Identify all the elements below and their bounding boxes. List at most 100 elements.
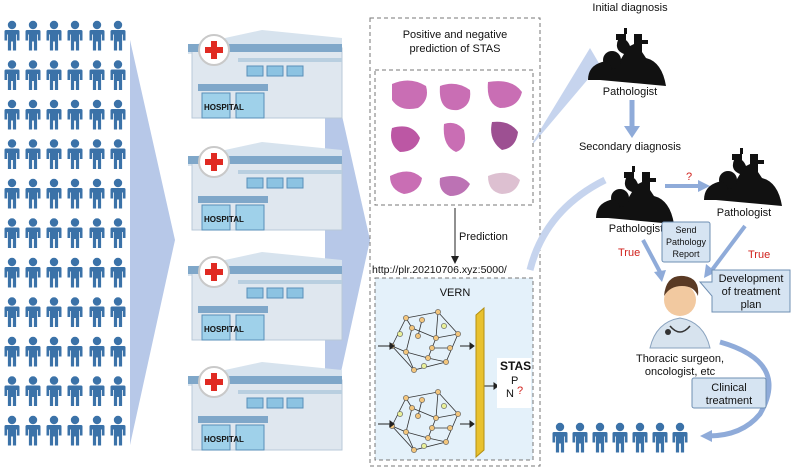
person-icon <box>25 297 41 327</box>
person-icon <box>46 99 62 130</box>
person-icon <box>4 257 20 288</box>
treatment-plan-line2: of treatment <box>722 286 781 298</box>
fully-connected-bar <box>475 306 485 459</box>
person-icon <box>67 415 83 446</box>
send-report-line3: Report <box>672 249 700 259</box>
send-report-line2: Pathology <box>666 237 707 247</box>
person-icon <box>46 336 62 367</box>
svg-text:HOSPITAL: HOSPITAL <box>204 103 244 112</box>
person-icon <box>46 257 62 288</box>
person-icon <box>89 218 105 248</box>
person-icon <box>67 336 83 367</box>
person-icon <box>89 415 105 446</box>
initial-diagnosis-label: Initial diagnosis <box>592 2 668 14</box>
person-icon <box>67 218 83 248</box>
panel-title-line2: prediction of STAS <box>410 43 501 55</box>
prediction-label: Prediction <box>459 231 508 243</box>
person-icon <box>110 139 126 169</box>
person-icon <box>25 415 41 446</box>
person-icon <box>67 20 83 51</box>
person-icon <box>25 376 41 406</box>
person-icon <box>89 139 105 169</box>
person-icon <box>67 139 83 169</box>
person-icon <box>67 178 83 209</box>
person-icon <box>67 376 83 406</box>
pathologist-2-label: Pathologist <box>609 223 663 235</box>
person-icon <box>67 257 83 288</box>
svg-text:HOSPITAL: HOSPITAL <box>204 435 244 444</box>
person-icon <box>89 376 105 406</box>
output-question: ? <box>517 385 523 397</box>
clinical-line1: Clinical <box>711 382 746 394</box>
person-icon <box>67 60 83 90</box>
person-icon <box>46 376 62 406</box>
treated-patients <box>552 422 688 453</box>
person-icon <box>110 336 126 367</box>
svg-text:HOSPITAL: HOSPITAL <box>204 325 244 334</box>
microscope-pathologist-icon <box>588 28 666 86</box>
send-report-note <box>661 221 711 263</box>
output-box <box>497 358 531 408</box>
funnel-arrow-1 <box>130 40 175 445</box>
person-icon <box>110 257 126 288</box>
url-label: http://plr.20210706.xyz:5000/ <box>372 264 507 276</box>
secondary-diagnosis-label: Secondary diagnosis <box>579 141 682 153</box>
send-report-line1: Send <box>675 225 696 235</box>
person-icon <box>572 422 588 453</box>
person-icon <box>110 20 126 51</box>
surgeon-line2: oncologist, etc <box>645 366 716 378</box>
person-icon <box>632 422 648 453</box>
person-icon <box>4 415 20 446</box>
surgeon-line1: Thoracic surgeon, <box>636 353 724 365</box>
svg-text:HOSPITAL: HOSPITAL <box>204 215 244 224</box>
person-icon <box>4 139 20 169</box>
person-icon <box>25 178 41 209</box>
person-icon <box>672 422 688 453</box>
clinical-treatment-note <box>691 377 767 409</box>
person-icon <box>67 99 83 130</box>
person-icon <box>25 99 41 130</box>
person-icon <box>25 139 41 169</box>
patient-crowd <box>4 20 126 446</box>
pathologist-3-label: Pathologist <box>717 207 771 219</box>
person-icon <box>89 178 105 209</box>
person-icon <box>110 415 126 446</box>
doctor-icon <box>649 275 711 349</box>
person-icon <box>89 257 105 288</box>
treatment-plan-callout <box>698 269 791 313</box>
hospital-icon: HOSPITAL <box>187 29 343 119</box>
output-n: N <box>506 388 514 400</box>
person-icon <box>46 415 62 446</box>
person-icon <box>89 20 105 51</box>
secondary-question: ? <box>686 171 692 183</box>
output-p: P <box>511 375 518 387</box>
person-icon <box>89 99 105 130</box>
panel-title-line1: Positive and negative <box>403 29 508 41</box>
person-icon <box>110 60 126 90</box>
person-icon <box>4 178 20 209</box>
person-icon <box>25 218 41 248</box>
person-icon <box>46 218 62 248</box>
person-icon <box>25 60 41 90</box>
treatment-plan-line1: Development <box>719 273 784 285</box>
hospital-icon: HOSPITAL <box>187 141 343 231</box>
vern-title: VERN <box>440 287 471 299</box>
person-icon <box>110 376 126 406</box>
person-icon <box>89 336 105 367</box>
person-icon <box>652 422 668 453</box>
person-icon <box>4 336 20 367</box>
microscope-pathologist-icon <box>704 148 782 206</box>
person-icon <box>552 422 568 453</box>
person-icon <box>4 99 20 130</box>
person-icon <box>4 60 20 90</box>
hospital-icon: HOSPITAL <box>187 251 343 341</box>
person-icon <box>25 257 41 288</box>
histology-slides <box>390 80 522 196</box>
pathologist-1-label: Pathologist <box>603 86 657 98</box>
treatment-plan-line3: plan <box>741 299 762 311</box>
person-icon <box>46 178 62 209</box>
person-icon <box>4 297 20 327</box>
clinical-line2: treatment <box>706 395 752 407</box>
person-icon <box>25 20 41 51</box>
